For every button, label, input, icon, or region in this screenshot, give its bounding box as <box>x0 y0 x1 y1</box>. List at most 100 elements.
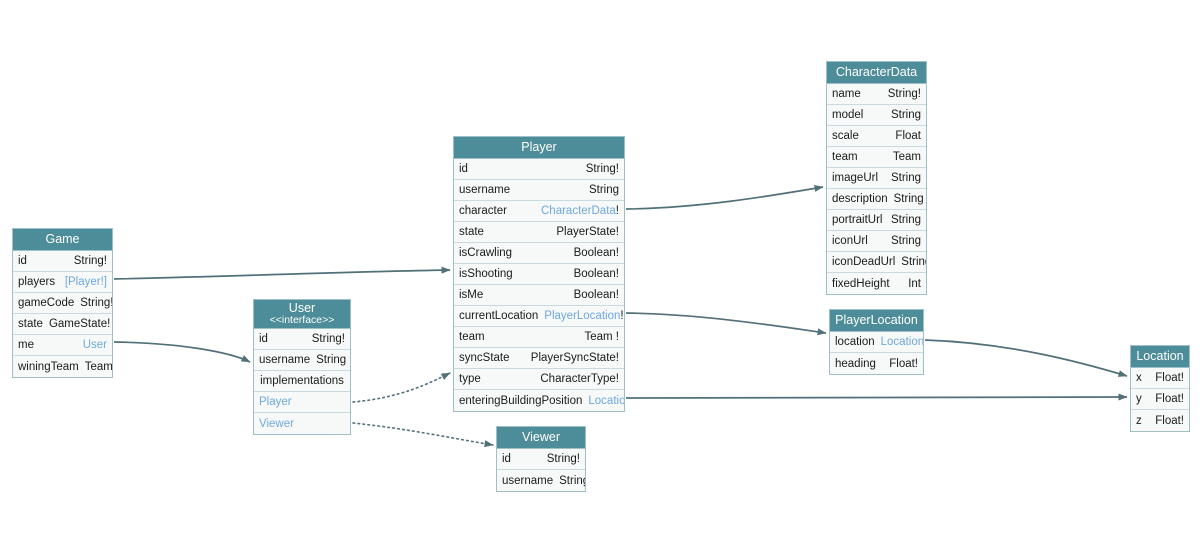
field-type: String! <box>887 88 921 101</box>
field-type: [Player!] <box>64 276 107 289</box>
edge-user-player-implements <box>352 372 451 403</box>
field-row[interactable]: implementations <box>254 371 350 393</box>
field-type: String <box>588 184 619 197</box>
field-type: Float <box>895 130 921 143</box>
field-name: name <box>832 88 861 101</box>
field-name: gameCode <box>18 297 75 310</box>
entity-playerlocation[interactable]: PlayerLocationlocationLocation!headingFl… <box>829 309 924 376</box>
field-type: String! <box>546 453 580 466</box>
field-name: id <box>18 255 27 268</box>
field-row[interactable]: me User <box>13 335 112 357</box>
field-name: team <box>459 331 485 344</box>
field-type: String <box>901 256 926 269</box>
field-type: GameState! <box>48 318 111 331</box>
field-name: model <box>832 109 864 122</box>
edge-playerlocation-location-to-location <box>924 339 1128 377</box>
field-type: Team <box>84 360 112 373</box>
field-name: scale <box>832 130 859 143</box>
field-type: String! <box>585 163 619 176</box>
field-row[interactable]: scale Float <box>827 126 926 148</box>
edge-game-players-to-player <box>113 266 451 280</box>
field-type: Boolean! <box>573 247 619 260</box>
entity-title-location: Location <box>1131 346 1189 369</box>
field-name: currentLocation <box>459 310 539 323</box>
field-type: String <box>890 214 921 227</box>
field-name: x <box>1136 372 1142 385</box>
field-name: character <box>459 205 507 218</box>
field-type: Float! <box>1155 414 1184 427</box>
field-row[interactable]: isCrawling Boolean! <box>454 243 624 265</box>
field-name: type <box>459 373 481 386</box>
field-type: Float! <box>889 357 918 370</box>
field-row[interactable]: name String! <box>827 84 926 106</box>
field-name: state <box>18 318 43 331</box>
field-row[interactable]: players[Player!] <box>13 272 112 294</box>
field-name: imageUrl <box>832 172 879 185</box>
field-type: CharacterType! <box>540 373 619 386</box>
field-type: String! <box>311 333 345 346</box>
field-name: syncState <box>459 352 510 365</box>
field-type: Location! <box>880 336 923 349</box>
field-name: team <box>832 151 858 164</box>
field-name: username <box>259 354 311 367</box>
entity-stereotype-user: <<interface>> <box>269 314 335 327</box>
field-row[interactable]: type CharacterType! <box>454 369 624 391</box>
field-type: String <box>316 354 347 367</box>
field-name: fixedHeight <box>832 277 890 290</box>
field-name: state <box>459 226 484 239</box>
field-name: iconDeadUrl <box>832 256 896 269</box>
field-type: Boolean! <box>573 268 619 281</box>
field-row[interactable]: iconDeadUrl String <box>827 252 926 274</box>
field-row[interactable]: username String <box>454 180 624 202</box>
field-row[interactable]: username String <box>254 350 350 372</box>
field-name: isShooting <box>459 268 513 281</box>
field-name: isCrawling <box>459 247 513 260</box>
field-row[interactable]: imageUrl String <box>827 168 926 190</box>
field-name: username <box>459 184 511 197</box>
edge-player-currentlocation-to-playerlocation <box>625 312 827 336</box>
field-row[interactable]: Viewer <box>254 413 350 435</box>
field-type: User <box>82 339 107 352</box>
field-row[interactable]: isShooting Boolean! <box>454 264 624 286</box>
field-name: implementations <box>260 375 344 388</box>
field-name: me <box>18 339 34 352</box>
entity-title-player: Player <box>454 137 624 160</box>
field-name: enteringBuildingPosition <box>459 394 583 407</box>
field-type: String <box>890 172 921 185</box>
field-type: String! <box>80 297 112 310</box>
entity-title-playerlocation: PlayerLocation <box>830 310 923 333</box>
field-row[interactable]: gameCode String! <box>13 293 112 315</box>
field-row[interactable]: state GameState! <box>13 314 112 336</box>
field-row[interactable]: Player <box>254 392 350 414</box>
field-row[interactable]: enteringBuildingPositionLocation <box>454 390 624 412</box>
